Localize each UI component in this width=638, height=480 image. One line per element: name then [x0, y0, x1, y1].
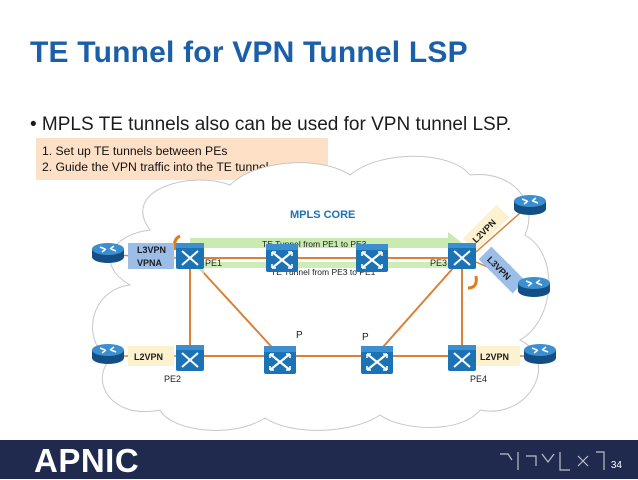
- tag-l2vpn-left: [128, 346, 174, 366]
- step-1: 1. Set up TE tunnels between PEs: [42, 144, 228, 158]
- ce-router-icon: [91, 343, 125, 365]
- ce-router-icon: [91, 242, 125, 264]
- network-diagram: TE Tunnel from PE1 to PE3 TE Tunnel from…: [91, 155, 557, 431]
- apnic-logo: APNIC: [34, 442, 140, 479]
- p-label-left: P: [296, 330, 303, 341]
- tag-l2vpn-left-label: L2VPN: [134, 352, 163, 362]
- pe4-router-icon: [447, 344, 477, 372]
- footer-decoration-icon: [500, 451, 605, 471]
- tag-l3vpn-line1: L3VPN: [137, 245, 166, 255]
- p-router-icon: [354, 242, 390, 274]
- pe2-router-icon: [175, 344, 205, 372]
- pe1-label: PE1: [205, 258, 222, 268]
- ingress-arrow-icon: [173, 234, 181, 251]
- slide-title: TE Tunnel for VPN Tunnel LSP: [30, 36, 468, 69]
- pe3-label: PE3: [430, 258, 447, 268]
- p-router-icon: [359, 344, 395, 376]
- tunnel-pe1-to-pe3: [190, 232, 462, 254]
- tag-l3vpn-vpna: [128, 243, 174, 269]
- p-label-right: P: [362, 332, 369, 343]
- egress-arrow-icon: [467, 275, 478, 290]
- ce-router-icon: [513, 194, 547, 216]
- tag-vpna-line2: VPNA: [137, 258, 163, 268]
- cloud-label: MPLS CORE: [290, 209, 355, 221]
- pe1-router-icon: [175, 242, 205, 270]
- ce-router-icon: [523, 343, 557, 365]
- page-number: 34: [610, 460, 622, 471]
- bullet-text: • MPLS TE tunnels also can be used for V…: [30, 114, 512, 135]
- tunnel-pe3-to-pe1: [190, 252, 462, 274]
- tag-l2vpn-right-label: L2VPN: [480, 352, 509, 362]
- tunnel-label-pe1-pe3: TE Tunnel from PE1 to PE3: [262, 239, 367, 249]
- ce-router-icon: [517, 276, 551, 298]
- pe4-label: PE4: [470, 374, 487, 384]
- tag-l2vpn-right: [476, 346, 520, 366]
- steps-box: 1. Set up TE tunnels between PEs 2. Guid…: [36, 138, 328, 180]
- tag-l3vpn-right: [478, 246, 526, 294]
- mpls-core-cloud: [92, 155, 550, 431]
- p-router-icon: [262, 344, 298, 376]
- p-router-icon: [264, 242, 300, 274]
- step-2: 2. Guide the VPN traffic into the TE tun…: [42, 160, 269, 174]
- pe3-router-icon: [447, 242, 477, 270]
- pe2-label: PE2: [164, 374, 181, 384]
- footer-bar: APNIC 34: [0, 440, 638, 479]
- tunnel-label-pe3-pe1: TE Tunnel from PE3 to PE1: [271, 267, 376, 277]
- tag-l2vpn-top: [462, 204, 510, 252]
